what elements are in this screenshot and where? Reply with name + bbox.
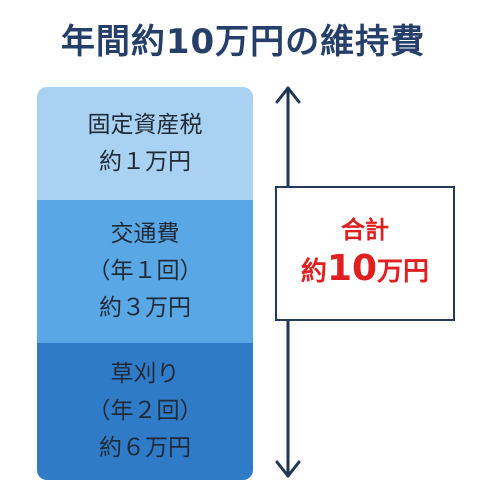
- segment-transportation-label: 交通費: [110, 221, 180, 247]
- total-prefix: 約: [300, 257, 327, 287]
- total-box: 合計 約10万円: [275, 186, 455, 321]
- total-amount: 10: [326, 248, 378, 289]
- total-value: 約10万円: [301, 247, 429, 294]
- total-suffix: 万円: [377, 257, 430, 287]
- segment-mowing-amount: 約６万円: [99, 435, 191, 461]
- segment-property-tax-label: 固定資産税: [87, 111, 203, 138]
- page-title: 年間約10万円の維持費: [60, 22, 426, 62]
- segment-mowing: 草刈り （年２回） 約６万円: [37, 343, 253, 480]
- total-label: 合計: [341, 216, 389, 244]
- segment-transportation-frequency: （年１回）: [87, 258, 203, 284]
- segment-mowing-frequency: （年２回）: [87, 398, 203, 424]
- segment-transportation-amount: 約３万円: [99, 295, 191, 321]
- segment-property-tax: 固定資産税 約１万円: [37, 87, 253, 200]
- segment-mowing-label: 草刈り: [110, 361, 180, 387]
- segment-transportation: 交通費 （年１回） 約３万円: [37, 200, 253, 343]
- cost-breakdown-stack: 固定資産税 約１万円 交通費 （年１回） 約３万円 草刈り （年２回） 約６万円: [37, 87, 253, 480]
- segment-property-tax-amount: 約１万円: [99, 148, 191, 175]
